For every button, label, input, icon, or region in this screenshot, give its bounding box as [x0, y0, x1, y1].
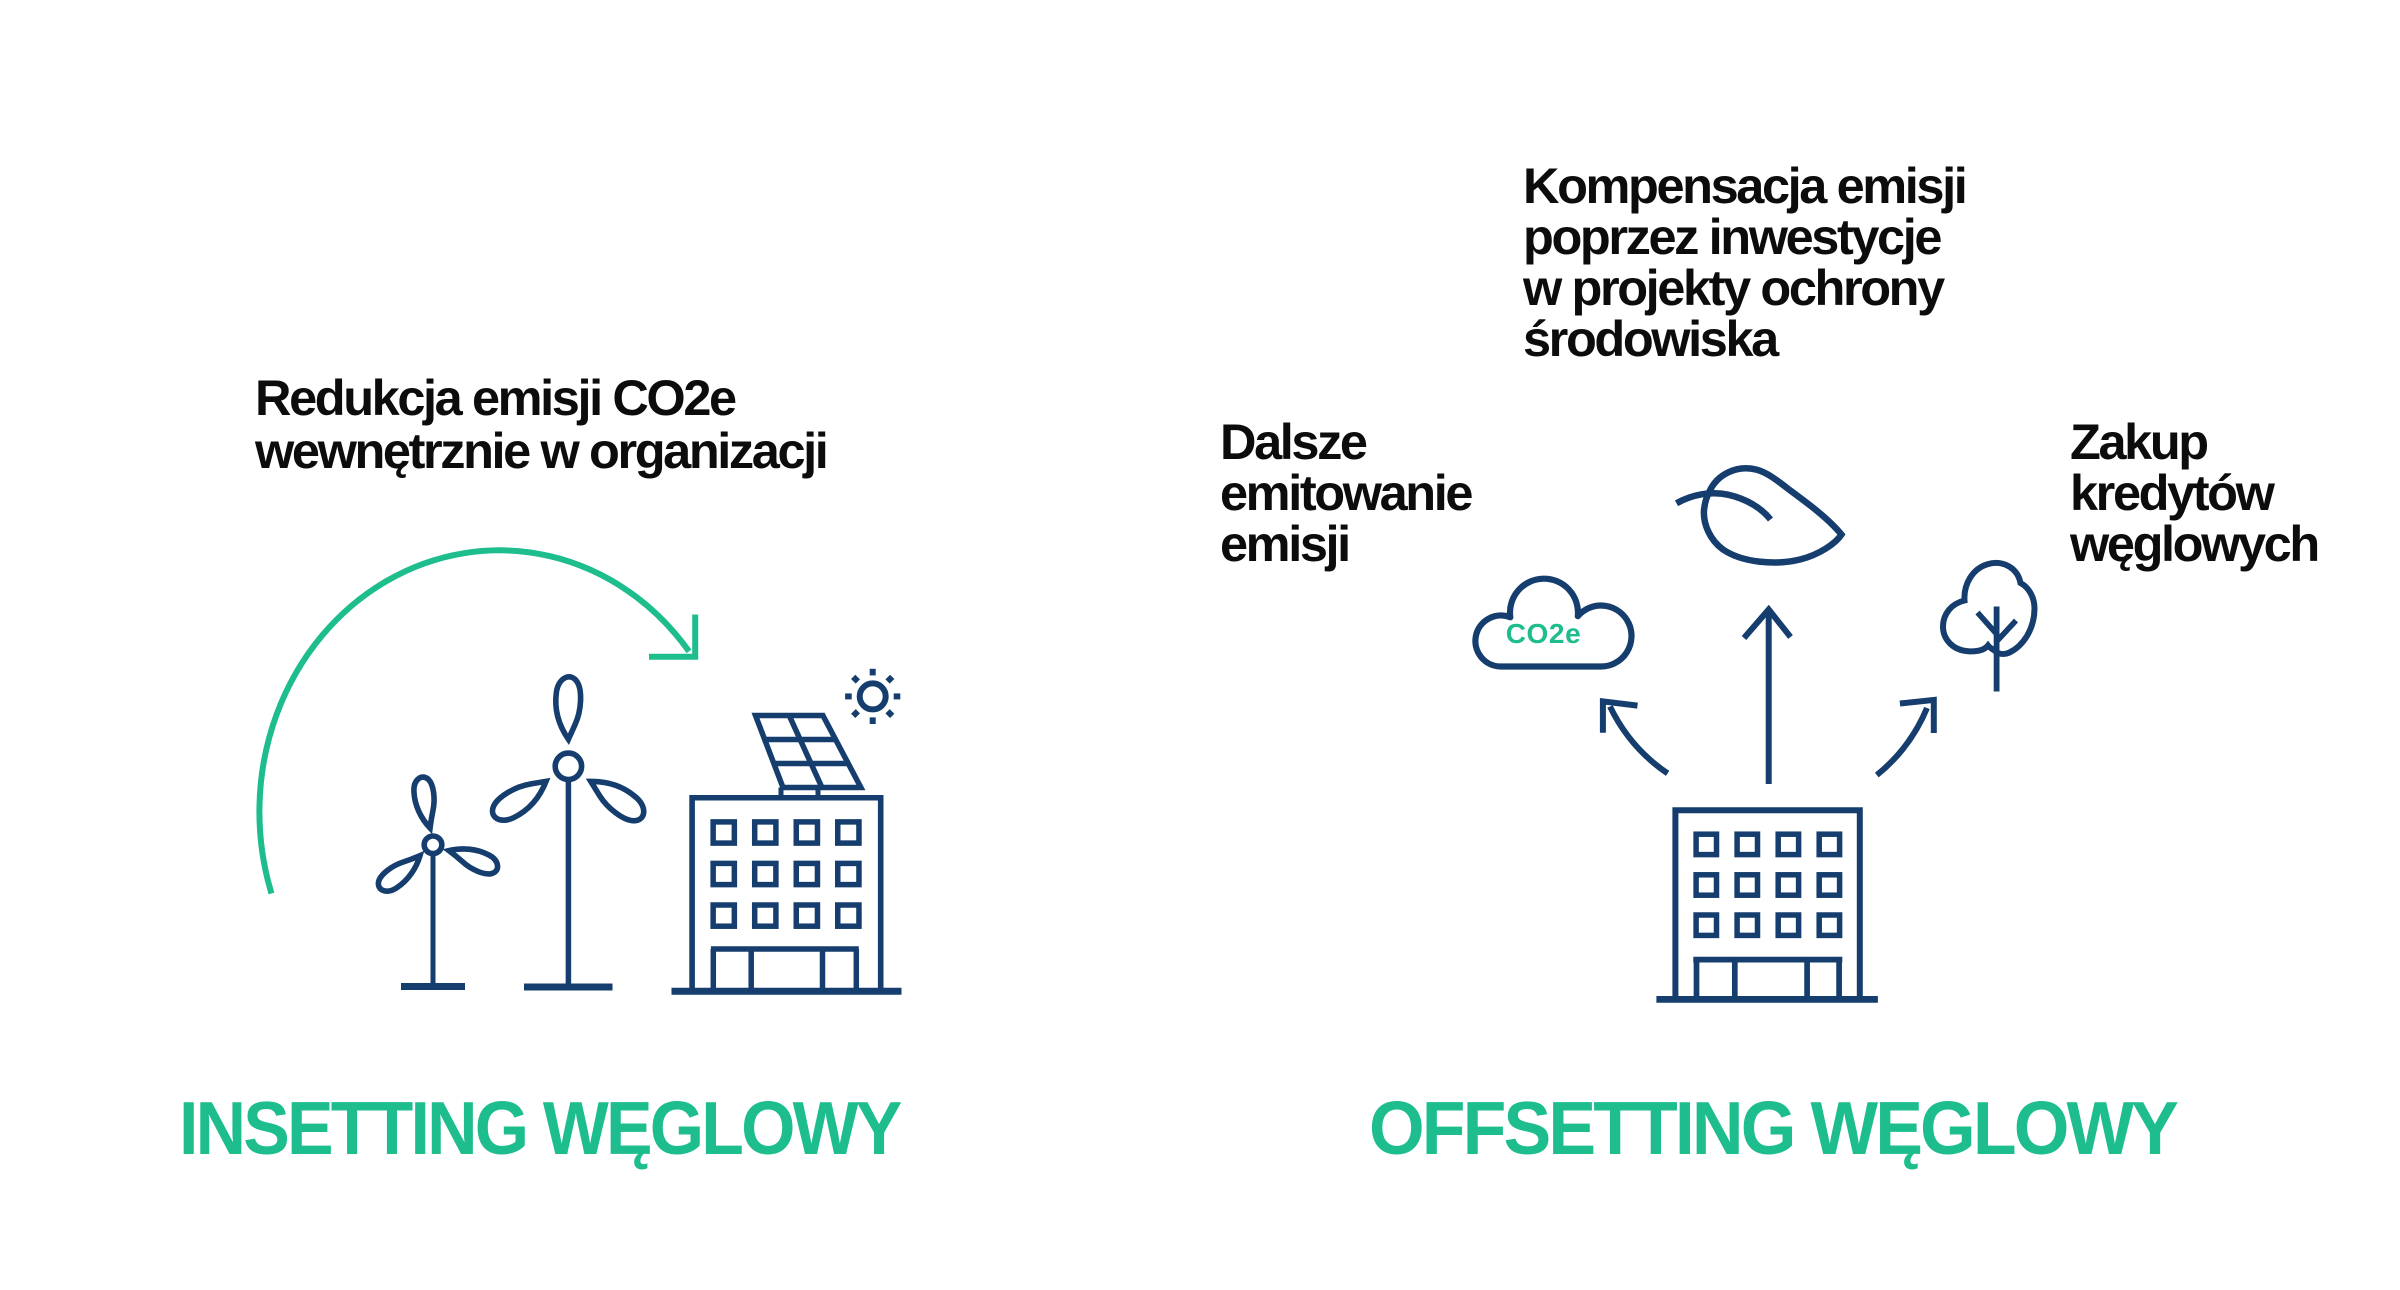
svg-text:CO2e: CO2e	[1506, 618, 1582, 649]
